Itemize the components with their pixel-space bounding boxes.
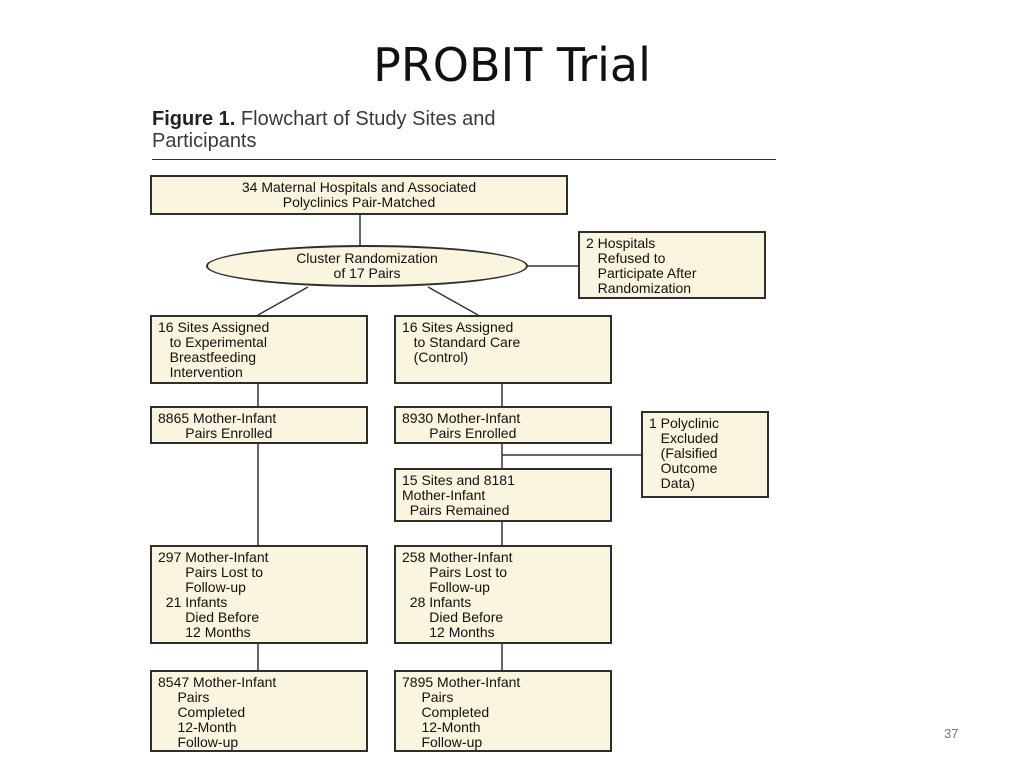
node-experimental-completed: 8547 Mother-Infant Pairs Completed 12-Mo… [150,670,368,752]
node-control-lost: 258 Mother-Infant Pairs Lost to Follow-u… [394,545,612,644]
figure-caption-line2: Participants [152,130,257,152]
node-experimental-sites: 16 Sites Assigned to Experimental Breast… [150,315,368,384]
node-experimental-lost: 297 Mother-Infant Pairs Lost to Follow-u… [150,545,368,644]
figure-caption-text: Flowchart of Study Sites and [240,108,496,130]
page-number: 37 [944,726,959,741]
node-control-enrolled: 8930 Mother-Infant Pairs Enrolled [394,406,612,444]
node-hospitals: 34 Maternal Hospitals and Associated Pol… [150,175,568,215]
flow-connectors [257,215,641,670]
caption-rule [152,159,776,160]
node-control-sites: 16 Sites Assigned to Standard Care (Cont… [394,315,612,384]
node-control-completed: 7895 Mother-Infant Pairs Completed 12-Mo… [394,670,612,752]
slide-title: PROBIT Trial [373,38,651,92]
node-control-remained: 15 Sites and 8181 Mother-Infant Pairs Re… [394,468,612,522]
connector-randomization-exp [257,286,309,316]
figure-label: Figure 1. [152,108,236,130]
node-hospitals-refused: 2 Hospitals Refused to Participate After… [578,231,766,299]
node-cluster-randomization: Cluster Randomization of 17 Pairs [206,245,528,287]
node-experimental-enrolled: 8865 Mother-Infant Pairs Enrolled [150,406,368,444]
figure-caption: Figure 1. Flowchart of Study Sites and P… [152,108,496,152]
node-polyclinic-excluded: 1 Polyclinic Excluded (Falsified Outcome… [641,411,769,498]
flowchart-figure: Figure 1. Flowchart of Study Sites and P… [148,100,788,760]
connector-randomization-ctrl [427,286,479,316]
